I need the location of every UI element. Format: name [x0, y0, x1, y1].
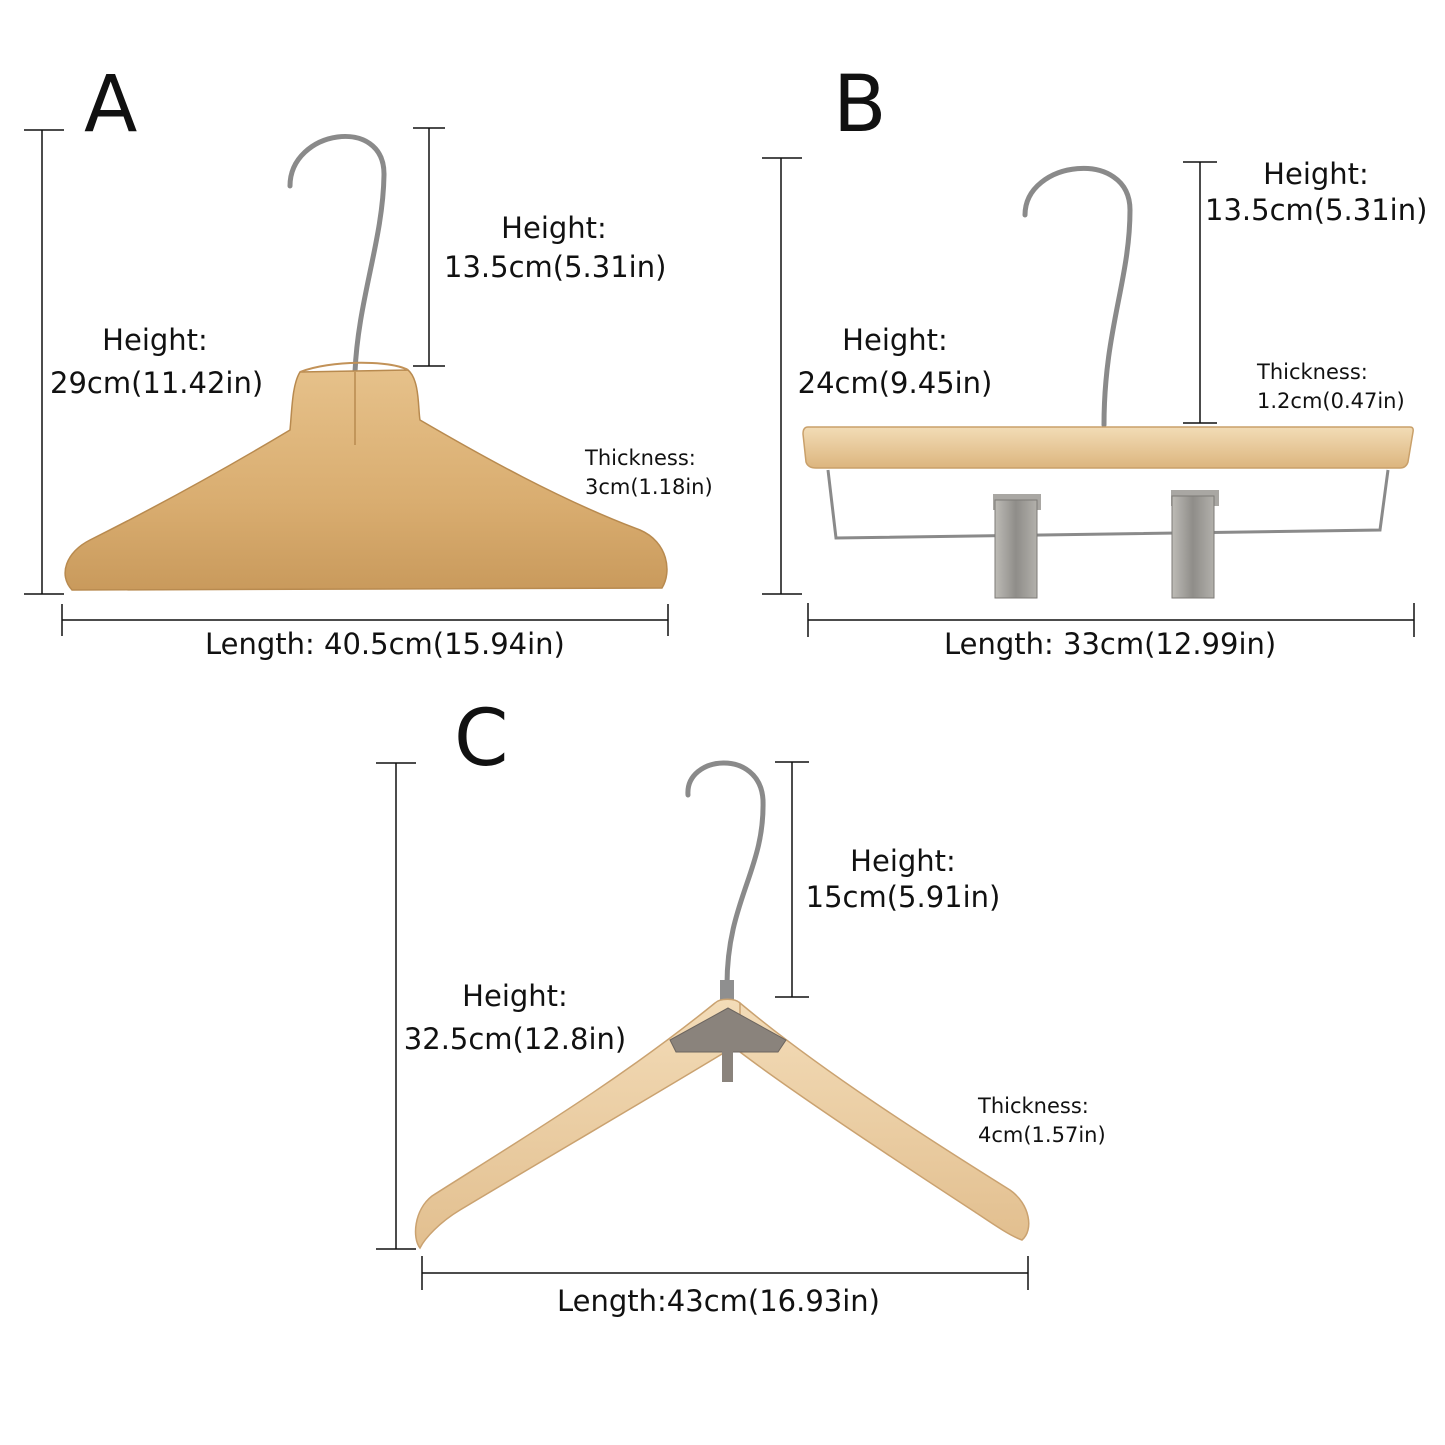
- panel-a-total-height-label: Height:: [102, 323, 208, 357]
- hanger-a-image: [64, 134, 668, 591]
- panel-c-thickness: Thickness: 4cm(1.57in): [978, 1092, 1106, 1151]
- panel-c-total-height: Height: 32.5cm(12.8in): [402, 978, 628, 1058]
- hanger-a-hook-height-line: [413, 127, 445, 367]
- hanger-a-body: [64, 369, 668, 591]
- panel-c-letter: C: [454, 694, 509, 784]
- hanger-c-plate: [669, 1007, 787, 1053]
- panel-b-thickness: Thickness: 1.2cm(0.47in): [1257, 358, 1405, 417]
- hanger-a-total-height-line: [24, 129, 64, 595]
- panel-a-letter: A: [84, 60, 138, 150]
- hanger-c-length-line: [421, 1256, 1029, 1290]
- panel-c-hook-height: Height: 15cm(5.91in): [805, 843, 1001, 916]
- panel-b-thickness-value: 1.2cm(0.47in): [1257, 389, 1405, 414]
- panel-b-length: Length: 33cm(12.99in): [944, 627, 1277, 661]
- panel-b-total-height: Height: 24cm(9.45in): [790, 322, 1000, 402]
- hanger-b-hook-height-line: [1183, 161, 1217, 424]
- hanger-b-total-height-line: [762, 157, 802, 595]
- panel-b-total-height-value: 24cm(9.45in): [797, 366, 993, 401]
- panel-b-hook-height: Height: 13.5cm(5.31in): [1205, 156, 1427, 229]
- panel-b-thickness-label: Thickness:: [1257, 360, 1368, 384]
- panel-b-hook-height-label: Height:: [1263, 157, 1369, 191]
- panel-c-hook-height-label: Height:: [850, 844, 956, 878]
- panel-b-hook-height-value: 13.5cm(5.31in): [1205, 193, 1428, 228]
- panel-a-length: Length: 40.5cm(15.94in): [205, 627, 565, 661]
- hanger-b-clip-left: [993, 494, 1041, 599]
- hanger-c-total-height-line: [376, 762, 416, 1250]
- panel-c-thickness-value: 4cm(1.57in): [978, 1123, 1106, 1148]
- panel-a-thickness-label: Thickness:: [585, 446, 696, 470]
- hanger-b-rod: [826, 469, 1390, 540]
- panel-a-hook-height-value: 13.5cm(5.31in): [444, 250, 667, 285]
- hanger-b-bar: [802, 426, 1414, 469]
- hanger-b-length-line: [807, 603, 1415, 637]
- hanger-a-hook: [287, 134, 387, 375]
- panel-a-thickness-value: 3cm(1.18in): [585, 475, 713, 500]
- panel-a-hook-height-label: Height:: [501, 211, 607, 245]
- panel-c-total-height-label: Height:: [462, 979, 568, 1013]
- panel-a-total-height: Height: 29cm(11.42in): [50, 322, 264, 402]
- panel-b-letter: B: [833, 60, 887, 150]
- hanger-b-hook: [1022, 165, 1133, 428]
- hanger-c-right-arm: [739, 1001, 1030, 1241]
- panel-c-length: Length:43cm(16.93in): [557, 1284, 880, 1318]
- panel-a-thickness: Thickness: 3cm(1.18in): [585, 444, 713, 503]
- hanger-c-hook-height-line: [775, 761, 809, 998]
- hanger-c-image: [414, 760, 1030, 1250]
- panel-a-hook-height: Height: 13.5cm(5.31in): [444, 210, 667, 286]
- hanger-a-length-line: [61, 604, 669, 636]
- hanger-b-image: [802, 165, 1414, 599]
- panel-c-total-height-value: 32.5cm(12.8in): [403, 1022, 627, 1057]
- panel-c-hook-height-value: 15cm(5.91in): [805, 880, 1001, 915]
- panel-b-total-height-label: Height:: [842, 323, 948, 357]
- hanger-c-hook: [685, 760, 766, 988]
- panel-c-thickness-label: Thickness:: [978, 1094, 1089, 1118]
- panel-a-total-height-value: 29cm(11.42in): [50, 366, 264, 401]
- hanger-b-clip-right: [1171, 490, 1219, 599]
